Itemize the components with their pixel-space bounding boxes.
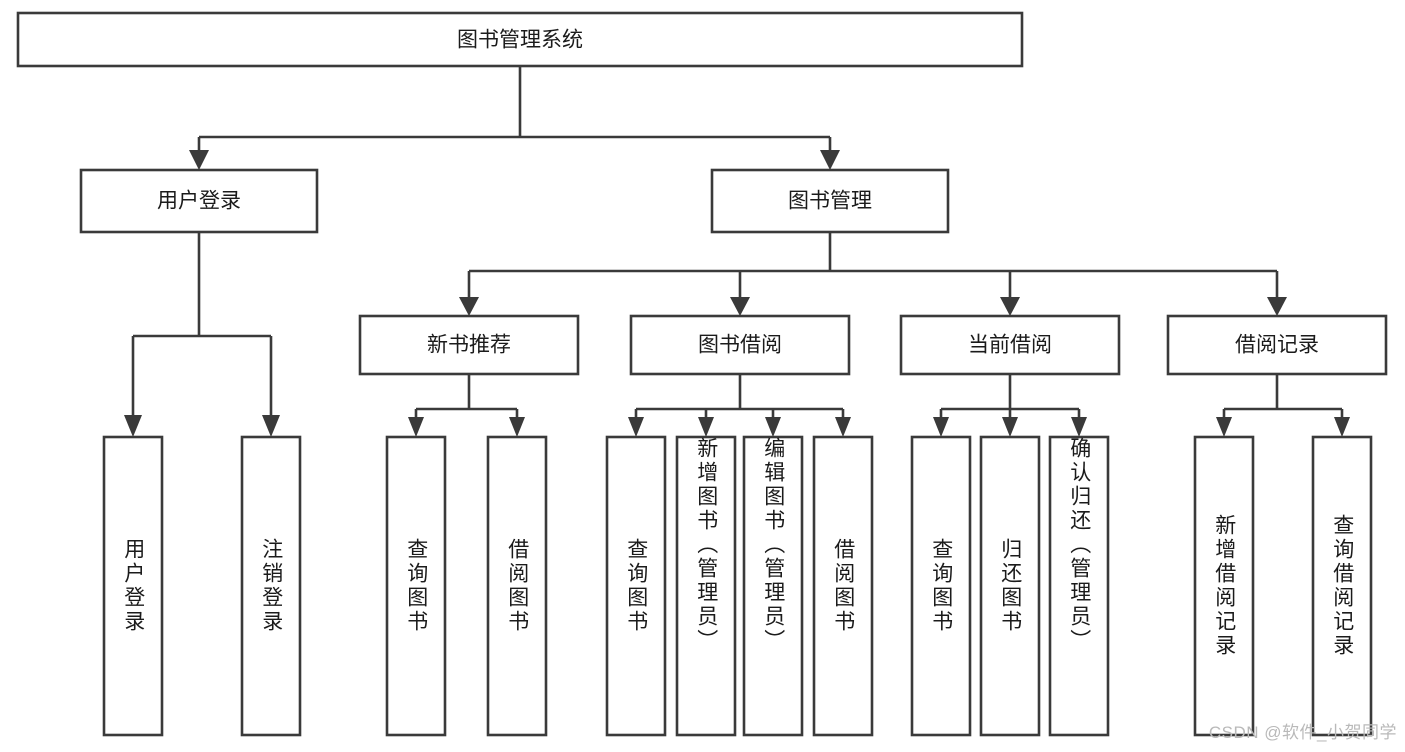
arrow-head-book-manage [820, 150, 840, 170]
node-box-leaf-query-book-2[interactable] [605, 435, 667, 737]
arrow-head-leaf-borrow-book-1 [509, 417, 525, 437]
arrow-head-leaf-query-book-3 [933, 417, 949, 437]
node-box-borrow-record[interactable] [1166, 314, 1388, 376]
node-box-leaf-return-book[interactable] [979, 435, 1041, 737]
node-box-leaf-query-book-3[interactable] [910, 435, 972, 737]
connectors-root [124, 66, 1350, 437]
node-box-leaf-logout-login[interactable] [240, 435, 302, 737]
arrow-head-leaf-edit-book [765, 417, 781, 437]
node-box-leaf-borrow-book-2[interactable] [812, 435, 874, 737]
label-new-book-recommend: 新书推荐 [427, 334, 511, 357]
arrow-head-leaf-query-book-1 [408, 417, 424, 437]
arrow-head-leaf-borrow-book-2 [835, 417, 851, 437]
arrow-head-leaf-query-book-2 [628, 417, 644, 437]
node-box-leaf-add-book[interactable] [675, 435, 737, 737]
arrow-head-user-login [189, 150, 209, 170]
node-box-leaf-query-record[interactable] [1311, 435, 1373, 737]
arrow-head-current-borrow [1000, 297, 1020, 316]
arrow-head-leaf-query-record [1334, 417, 1350, 437]
arrow-head-leaf-add-record [1216, 417, 1232, 437]
node-box-leaf-confirm-return[interactable] [1048, 435, 1110, 737]
node-box-leaf-query-book-1[interactable] [385, 435, 447, 737]
arrow-head-leaf-add-book [698, 417, 714, 437]
label-user-login: 用户登录 [157, 190, 241, 213]
arrow-head-borrow-record [1267, 297, 1287, 316]
node-box-leaf-user-login[interactable] [102, 435, 164, 737]
arrow-head-leaf-user-login [124, 415, 142, 437]
arrow-head-leaf-return-book [1002, 417, 1018, 437]
horizontal-labels-root: 图书管理系统 用户登录 图书管理 新书推荐 图书借阅 当前借阅 借阅记录 [157, 29, 1319, 357]
node-box-book-manage[interactable] [710, 168, 950, 234]
node-box-current-borrow[interactable] [899, 314, 1121, 376]
arrow-head-leaf-confirm-return [1071, 417, 1087, 437]
node-box-title[interactable] [16, 11, 1024, 68]
node-box-leaf-edit-book[interactable] [742, 435, 804, 737]
node-box-leaf-add-record[interactable] [1193, 435, 1255, 737]
node-box-leaf-borrow-book-1[interactable] [486, 435, 548, 737]
node-box-user-login[interactable] [79, 168, 319, 234]
label-book-borrow: 图书借阅 [698, 334, 782, 357]
label-borrow-record: 借阅记录 [1235, 334, 1319, 357]
node-box-new-book-recommend[interactable] [358, 314, 580, 376]
arrow-head-new-book-recommend [459, 297, 479, 316]
label-book-manage: 图书管理 [788, 190, 872, 213]
arrow-head-leaf-logout-login [262, 415, 280, 437]
label-current-borrow: 当前借阅 [968, 334, 1052, 357]
watermark-text: CSDN @软件_小贺同学 [1208, 723, 1397, 742]
nodes-root [16, 11, 1388, 737]
label-title: 图书管理系统 [457, 29, 583, 52]
node-box-book-borrow[interactable] [629, 314, 851, 376]
arrow-head-book-borrow [730, 297, 750, 316]
